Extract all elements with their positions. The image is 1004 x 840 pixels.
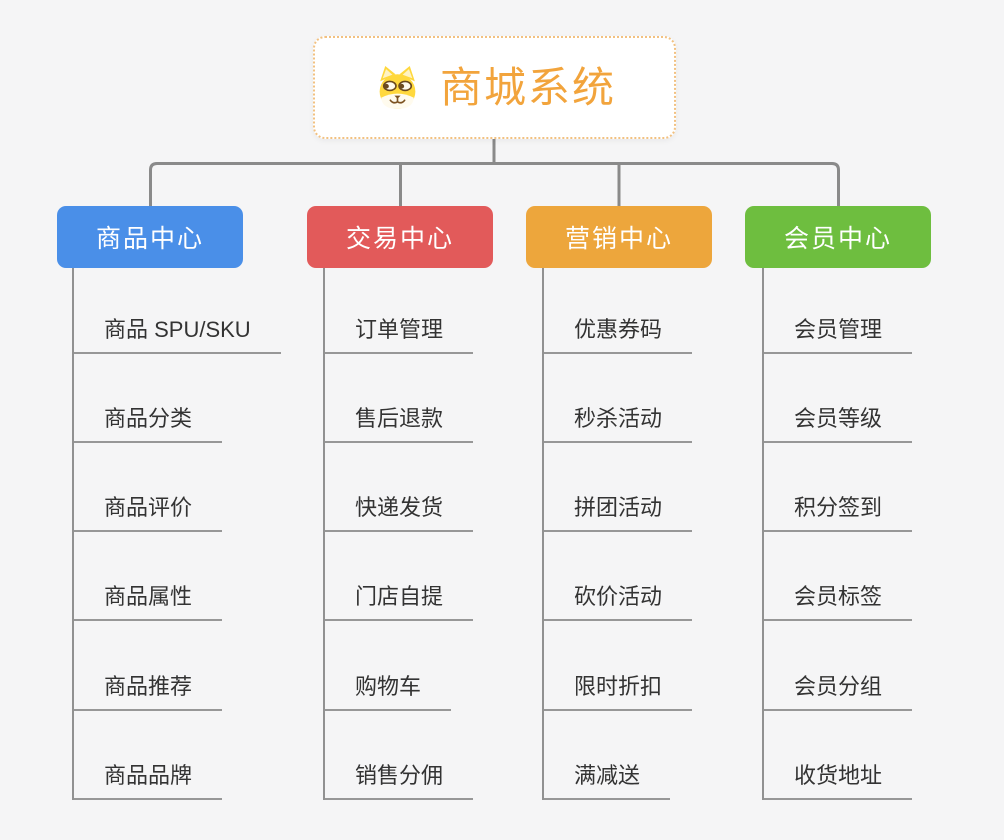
- child-topic[interactable]: 拼团活动: [544, 493, 693, 532]
- child-topic[interactable]: 限时折扣: [544, 672, 693, 711]
- child-topic[interactable]: 优惠券码: [544, 315, 693, 354]
- branch-children-trade-center: 订单管理 售后退款 快递发货 门店自提 购物车 销售分佣: [323, 268, 474, 800]
- child-topic[interactable]: 积分签到: [764, 493, 913, 532]
- child-topic[interactable]: 会员等级: [764, 404, 913, 443]
- branch-bus-line: [149, 162, 840, 208]
- child-topic[interactable]: 商品 SPU/SKU: [74, 315, 281, 354]
- child-topic[interactable]: 快递发货: [325, 493, 474, 532]
- child-topic[interactable]: 门店自提: [325, 582, 474, 621]
- branch-label: 营销中心: [564, 225, 673, 253]
- branch-children-marketing-center: 优惠券码 秒杀活动 拼团活动 砍价活动 限时折扣 满减送: [542, 268, 693, 800]
- child-topic[interactable]: 商品属性: [74, 582, 223, 621]
- branch-label: 会员中心: [783, 225, 892, 253]
- child-topic[interactable]: 会员管理: [764, 315, 913, 354]
- branch-children-product-center: 商品 SPU/SKU 商品分类 商品评价 商品属性 商品推荐 商品品牌: [72, 268, 281, 800]
- root-topic-title: 商城系统: [439, 63, 616, 111]
- child-topic[interactable]: 砍价活动: [544, 582, 693, 621]
- branch-children-member-center: 会员管理 会员等级 积分签到 会员标签 会员分组 收货地址: [762, 268, 913, 800]
- branch-label: 交易中心: [345, 225, 454, 253]
- child-topic[interactable]: 订单管理: [325, 315, 474, 354]
- child-topic[interactable]: 满减送: [544, 761, 671, 800]
- branch-label: 商品中心: [95, 225, 204, 253]
- branch-topic-member-center[interactable]: 会员中心: [745, 206, 931, 268]
- child-topic[interactable]: 商品推荐: [74, 672, 223, 711]
- branch-topic-marketing-center[interactable]: 营销中心: [526, 206, 712, 268]
- child-topic[interactable]: 销售分佣: [325, 761, 474, 800]
- child-topic[interactable]: 会员标签: [764, 582, 913, 621]
- child-topic[interactable]: 会员分组: [764, 672, 913, 711]
- child-topic[interactable]: 商品品牌: [74, 761, 223, 800]
- branch-topic-product-center[interactable]: 商品中心: [57, 206, 243, 268]
- dog-face-icon: [379, 65, 416, 109]
- child-topic[interactable]: 秒杀活动: [544, 404, 693, 443]
- child-topic[interactable]: 商品分类: [74, 404, 223, 443]
- child-topic[interactable]: 商品评价: [74, 493, 223, 532]
- root-topic[interactable]: 商城系统: [313, 36, 676, 139]
- child-topic[interactable]: 收货地址: [764, 761, 913, 800]
- branch-topic-trade-center[interactable]: 交易中心: [307, 206, 493, 268]
- child-topic[interactable]: 售后退款: [325, 404, 474, 443]
- child-topic[interactable]: 购物车: [325, 672, 452, 711]
